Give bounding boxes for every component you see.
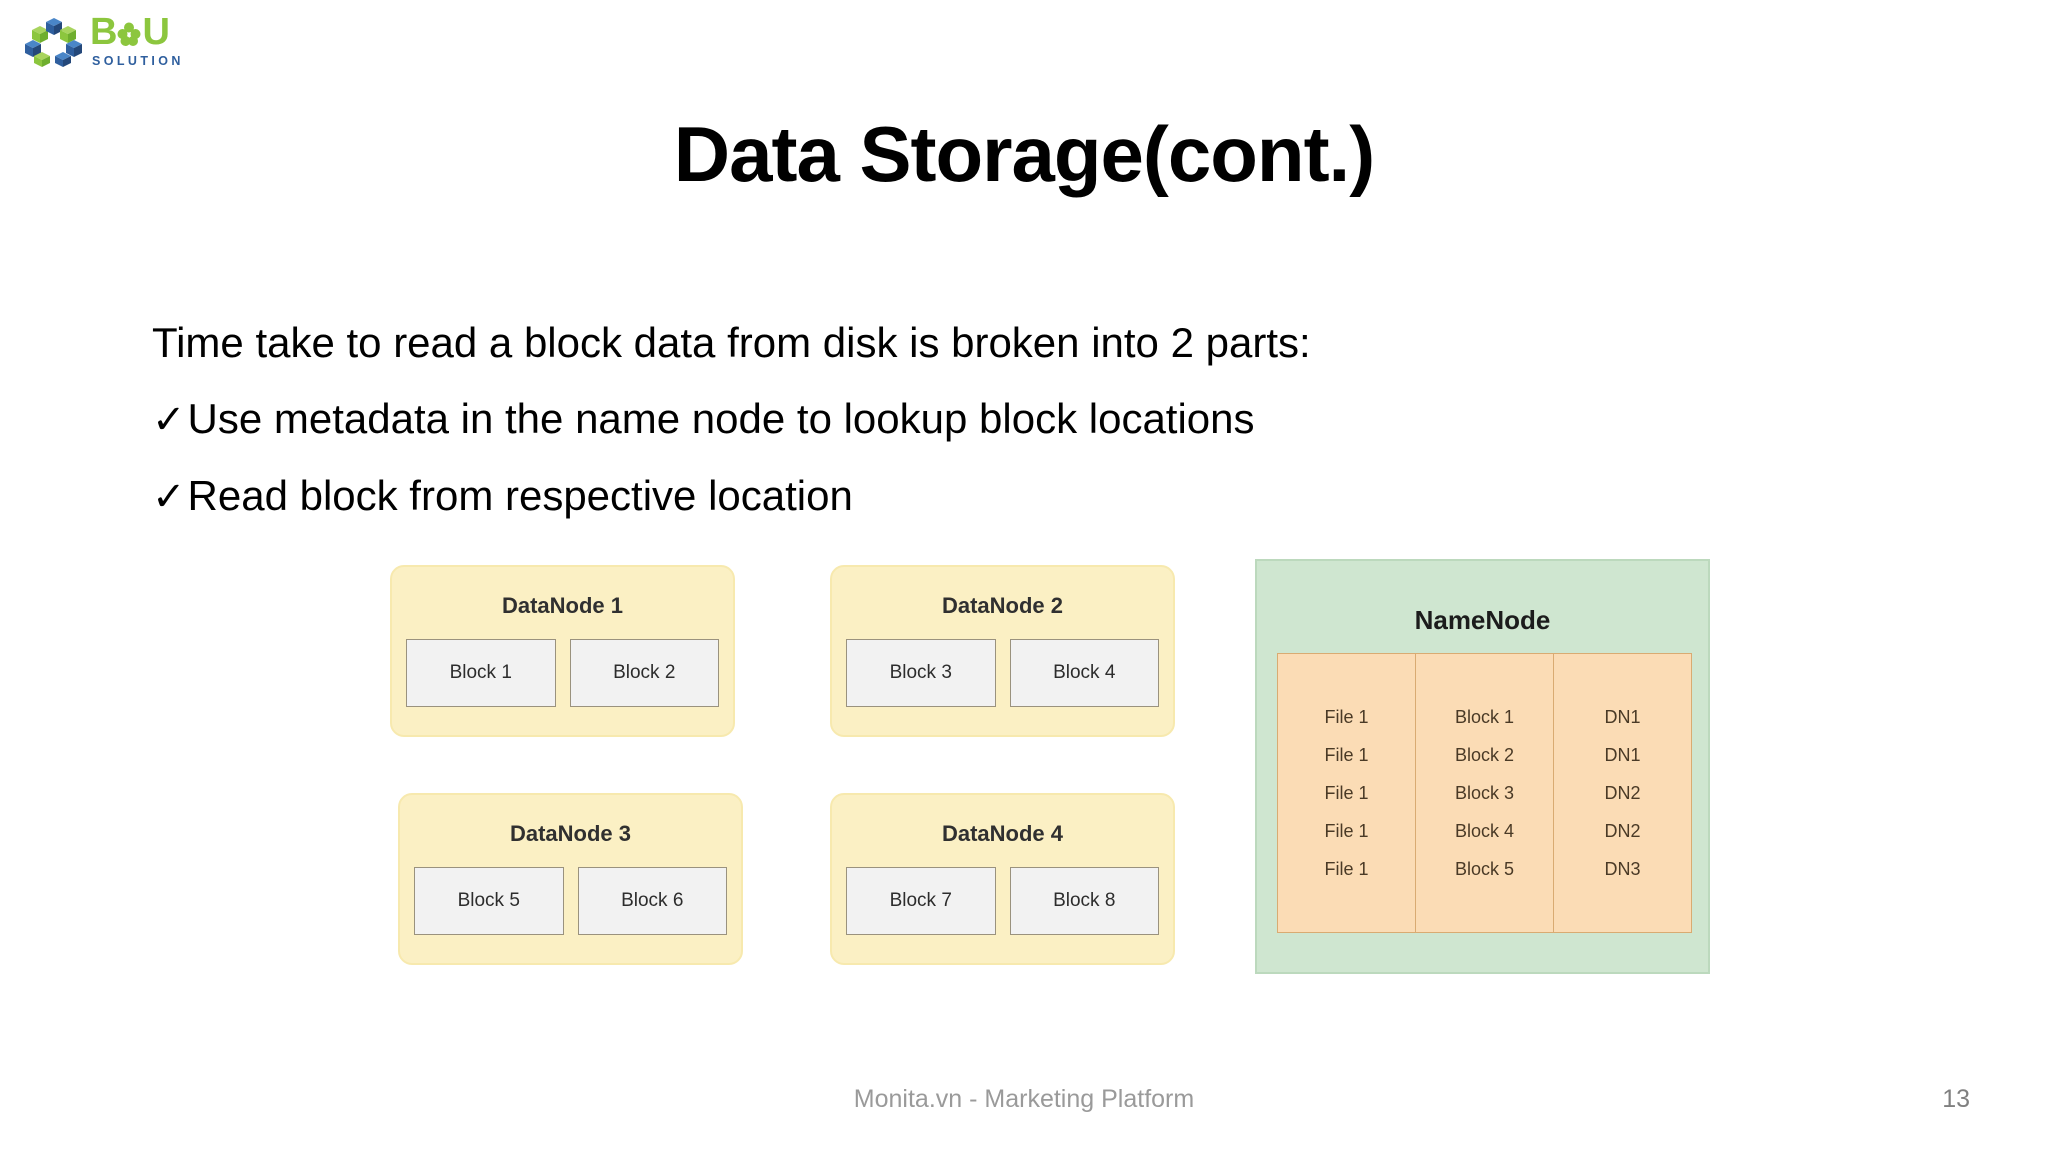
table-cell: DN1	[1604, 745, 1641, 765]
datanode-3-blocks: Block 5 Block 6	[414, 867, 727, 935]
namenode-metadata-table: File 1 File 1 File 1 File 1 File 1 Block…	[1277, 653, 1692, 933]
block-item: Block 5	[414, 867, 564, 935]
block-item: Block 7	[846, 867, 996, 935]
datanode-2-blocks: Block 3 Block 4	[846, 639, 1159, 707]
datanode-3: DataNode 3 Block 5 Block 6	[398, 793, 743, 965]
table-cell: DN2	[1604, 783, 1641, 803]
checkmark-icon: ✓	[152, 398, 186, 442]
namenode-panel: NameNode File 1 File 1 File 1 File 1 Fil…	[1255, 559, 1710, 974]
table-cell: Block 1	[1454, 707, 1515, 727]
table-cell: File 1	[1324, 745, 1369, 765]
slide-footer: Monita.vn - Marketing Platform	[853, 1085, 1195, 1113]
datanode-4-blocks: Block 7 Block 8	[846, 867, 1159, 935]
bullet-item-1-text: Use metadata in the name node to lookup …	[187, 395, 1255, 442]
namenode-column-datanode: DN1 DN1 DN2 DN2 DN3	[1553, 654, 1691, 932]
bullet-item-2-text: Read block from respective location	[187, 472, 853, 519]
block-item: Block 3	[846, 639, 996, 707]
bullet-item-2: ✓Read block from respective location	[152, 458, 1852, 535]
slide-body: Time take to read a block data from disk…	[152, 305, 1852, 535]
table-cell: DN2	[1604, 821, 1641, 841]
table-cell: File 1	[1324, 821, 1369, 841]
datanode-2-title: DataNode 2	[941, 593, 1064, 618]
namenode-title: NameNode	[1414, 605, 1551, 635]
datanode-4-title: DataNode 4	[941, 821, 1064, 846]
datanode-4: DataNode 4 Block 7 Block 8	[830, 793, 1175, 965]
datanode-3-title: DataNode 3	[509, 821, 632, 846]
table-cell: DN1	[1604, 707, 1641, 727]
namenode-column-file: File 1 File 1 File 1 File 1 File 1	[1278, 654, 1415, 932]
page-title: Data Storage(cont.)	[673, 110, 1375, 198]
datanode-1: DataNode 1 Block 1 Block 2	[390, 565, 735, 737]
body-line-intro-text: Time take to read a block data from disk…	[152, 319, 1311, 366]
table-cell: File 1	[1324, 859, 1369, 879]
table-cell: Block 2	[1454, 745, 1515, 765]
block-item: Block 8	[1009, 867, 1159, 935]
logo-flower-icon	[116, 15, 142, 46]
datanode-2: DataNode 2 Block 3 Block 4	[830, 565, 1175, 737]
logo-cube-network-icon	[22, 12, 84, 72]
hdfs-architecture-diagram: DataNode 1 Block 1 Block 2 DataNode 2 Bl…	[390, 559, 1710, 985]
table-cell: Block 5	[1454, 859, 1515, 879]
table-cell: Block 4	[1454, 821, 1515, 841]
table-cell: File 1	[1324, 707, 1369, 727]
namenode-column-block: Block 1 Block 2 Block 3 Block 4 Block 5	[1415, 654, 1553, 932]
block-item: Block 6	[577, 867, 727, 935]
table-cell: File 1	[1324, 783, 1369, 803]
bullet-item-1: ✓Use metadata in the name node to lookup…	[152, 381, 1852, 458]
datanode-1-title: DataNode 1	[501, 593, 624, 618]
table-cell: Block 3	[1454, 783, 1515, 803]
logo-letter-b: B	[90, 11, 117, 53]
page-number: 13	[1942, 1085, 1970, 1113]
datanode-1-blocks: Block 1 Block 2	[406, 639, 719, 707]
block-item: Block 1	[406, 639, 556, 707]
checkmark-icon: ✓	[152, 475, 186, 519]
table-cell: DN3	[1604, 859, 1641, 879]
logo-subtitle: SOLUTION	[92, 54, 184, 68]
block-item: Block 4	[1009, 639, 1159, 707]
logo-letter-u: U	[142, 11, 169, 53]
block-item: Block 2	[569, 639, 719, 707]
body-line-intro: Time take to read a block data from disk…	[152, 305, 1852, 381]
